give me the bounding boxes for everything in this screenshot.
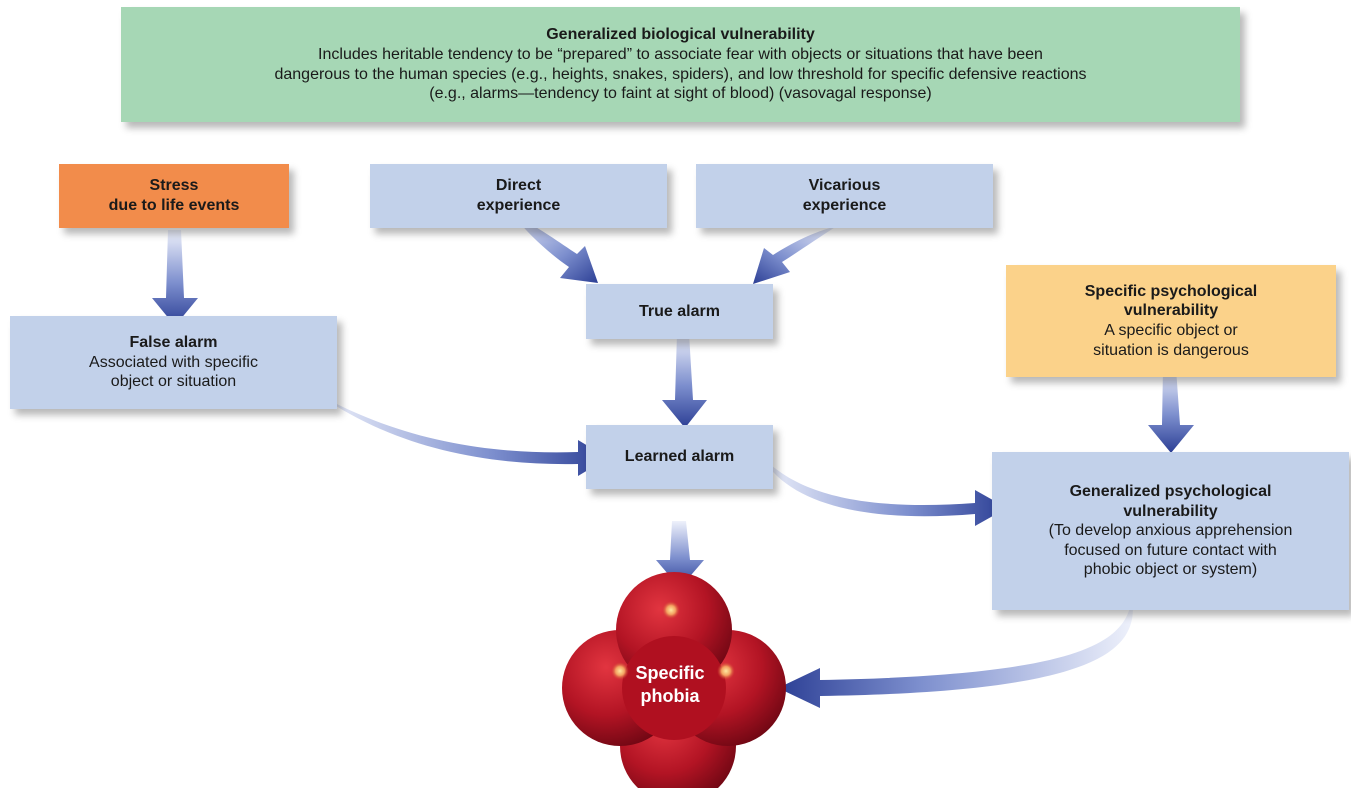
- stress-line-2: due to life events: [108, 197, 240, 214]
- stress-line-1: Stress: [149, 177, 199, 195]
- arrow-direct-to-true-alarm: [512, 214, 598, 283]
- specific-vuln-line-2: situation is dangerous: [1093, 341, 1249, 359]
- biological-vulnerability-line-3: (e.g., alarms—tendency to faint at sight…: [429, 85, 932, 103]
- biological-vulnerability-line-1: Includes heritable tendency to be “prepa…: [318, 45, 1043, 63]
- vicarious-experience-box: Vicarious experience: [696, 164, 993, 228]
- specific-phobia-label: Specific phobia: [600, 662, 740, 707]
- biological-vulnerability-line-2: dangerous to the human species (e.g., he…: [274, 65, 1087, 83]
- false-alarm-title: False alarm: [129, 334, 218, 352]
- general-vuln-line-2: focused on future contact with: [1064, 541, 1277, 559]
- generalized-biological-vulnerability-box: Generalized biological vulnerability Inc…: [121, 7, 1240, 122]
- arrow-specific-to-general-vuln: [1148, 368, 1194, 453]
- vicarious-line-2: experience: [802, 197, 887, 214]
- arrow-stress-to-false-alarm: [152, 230, 198, 326]
- phobia-line-2: phobia: [640, 685, 700, 706]
- learned-alarm-box: Learned alarm: [586, 425, 773, 489]
- arrow-true-to-learned-alarm: [662, 333, 707, 428]
- vicarious-line-1: Vicarious: [808, 177, 881, 195]
- false-alarm-line-1: Associated with specific: [89, 353, 258, 371]
- general-vuln-title-2: vulnerability: [1123, 502, 1218, 520]
- false-alarm-line-2: object or situation: [110, 373, 237, 391]
- specific-vuln-line-1: A specific object or: [1104, 322, 1238, 339]
- true-alarm-title: True alarm: [639, 302, 720, 320]
- true-alarm-box: True alarm: [586, 284, 773, 339]
- phobia-line-1: Specific: [635, 663, 705, 683]
- false-alarm-box: False alarm Associated with specific obj…: [10, 316, 337, 409]
- specific-vuln-title-1: Specific psychological: [1084, 282, 1258, 300]
- general-vuln-line-1: (To develop anxious apprehension: [1048, 522, 1293, 540]
- arrow-learned-to-general-vuln: [760, 454, 1007, 526]
- biological-vulnerability-title: Generalized biological vulnerability: [546, 26, 815, 44]
- direct-experience-box: Direct experience: [370, 164, 667, 228]
- stress-box: Stress due to life events: [59, 164, 289, 228]
- arrow-general-vuln-to-phobia: [778, 598, 1133, 708]
- general-vuln-title-1: Generalized psychological: [1069, 483, 1272, 501]
- specific-vuln-title-2: vulnerability: [1123, 302, 1219, 320]
- specific-psychological-vulnerability-box: Specific psychological vulnerability A s…: [1006, 265, 1336, 377]
- arrow-learned-to-phobia: [656, 521, 704, 588]
- generalized-psychological-vulnerability-box: Generalized psychological vulnerability …: [992, 452, 1349, 610]
- learned-alarm-title: Learned alarm: [624, 448, 735, 466]
- arrow-vicarious-to-true-alarm: [753, 226, 837, 284]
- general-vuln-line-3: phobic object or system): [1083, 561, 1258, 579]
- specific-phobia-shape: [562, 572, 786, 788]
- direct-line-2: experience: [476, 197, 561, 214]
- direct-line-1: Direct: [495, 177, 542, 195]
- arrow-false-to-learned-alarm: [318, 394, 608, 476]
